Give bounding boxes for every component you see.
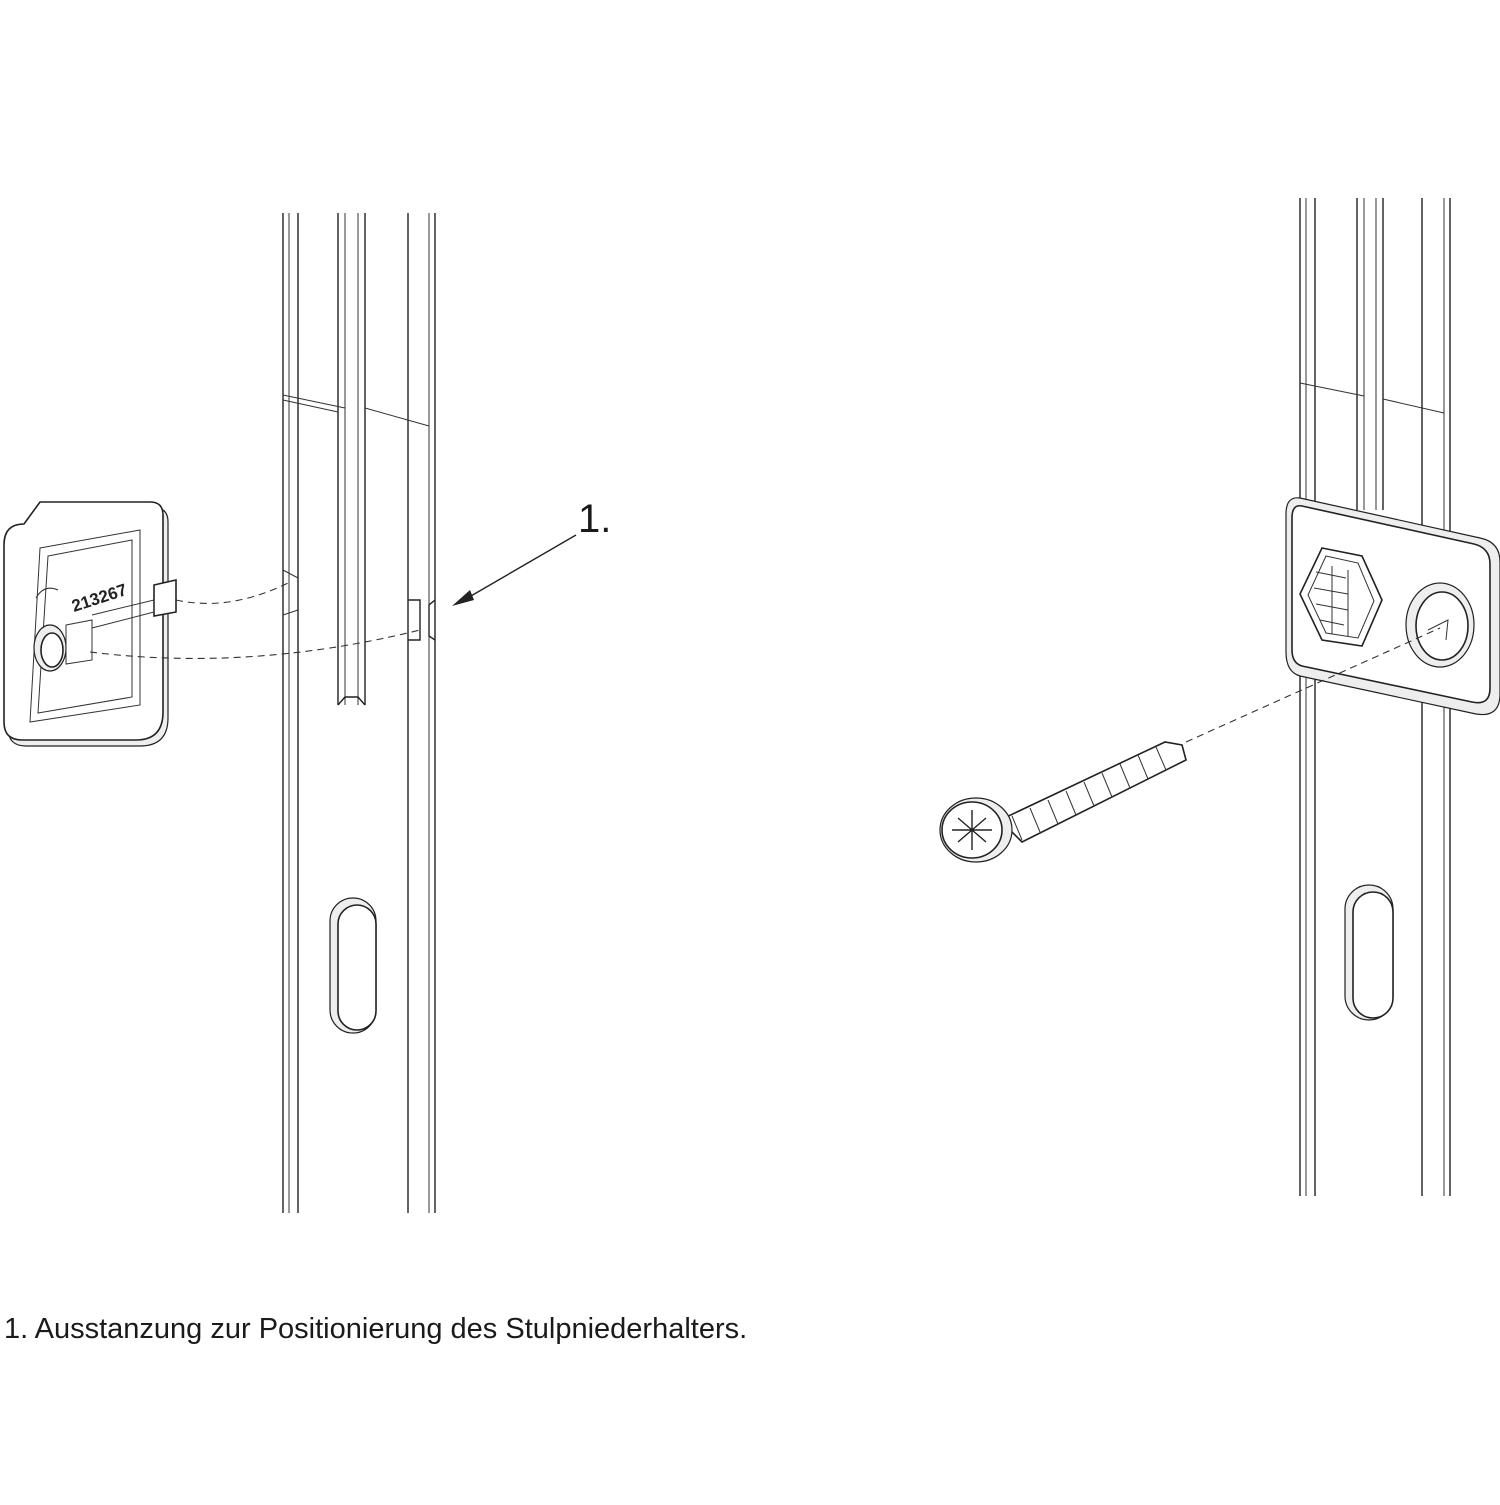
left-dashed-guides [89,581,421,659]
screw [939,741,1187,863]
right-clip-holder-mounted [1285,497,1500,716]
figure-caption: 1. Ausstanzung zur Positionierung des St… [4,1313,748,1345]
callout-arrow [452,534,577,606]
right-dashed-guide [1185,627,1441,743]
left-faceplate-rail [282,213,436,1213]
callout-label: 1. [578,497,612,541]
left-clip-holder: 213267 [3,501,177,747]
